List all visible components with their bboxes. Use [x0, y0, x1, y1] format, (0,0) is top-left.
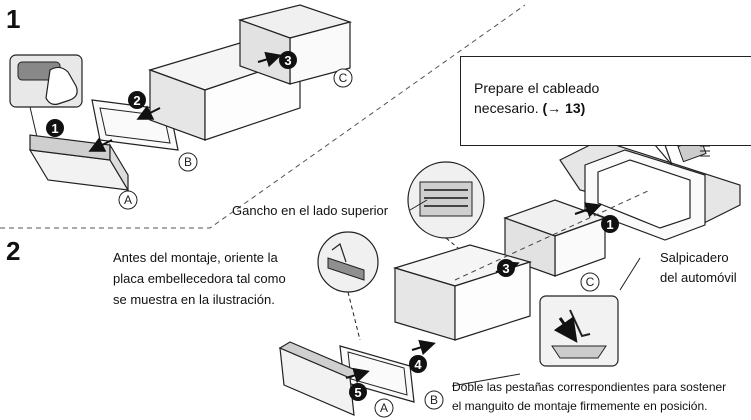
release-button-hand-icon — [9, 54, 83, 151]
bracket-detail-magnifier — [407, 161, 485, 259]
dashboard-label-line-1: Salpicadero — [660, 250, 729, 265]
faceplate-a-step1 — [28, 134, 130, 193]
orient-instruction-line-1: Antes del montaje, oriente la — [113, 250, 278, 265]
wiring-callout-box — [460, 56, 751, 146]
callout-line-1: Prepare el cableado — [474, 80, 600, 96]
callout-line-2-text: necesario. — [474, 100, 539, 116]
svg-text:B: B — [184, 155, 192, 169]
svg-text:1: 1 — [606, 217, 613, 232]
svg-text:A: A — [124, 193, 132, 207]
hook-leader-line — [409, 199, 428, 211]
part-label-a-5: A — [374, 398, 394, 418]
svg-text:A: A — [380, 401, 388, 415]
svg-text:B: B — [430, 393, 438, 407]
svg-text:2: 2 — [133, 93, 140, 108]
part-label-b-4: B — [424, 390, 444, 410]
part-label-b-1: B — [178, 152, 198, 172]
dashboard-label-line-2: del automóvil — [660, 270, 737, 285]
arrow-remove-trim — [136, 105, 161, 120]
arrow-attach-faceplate — [345, 367, 370, 384]
callout-pointer — [654, 144, 673, 166]
step-marker-m3-3: 3 — [497, 259, 515, 277]
part-label-a-0: A — [118, 190, 138, 210]
svg-text:3: 3 — [284, 53, 291, 68]
bend-tabs-detail — [539, 295, 619, 367]
bend-tabs-instruction-line-1: Doble las pestañas correspondientes para… — [452, 380, 727, 394]
hook-label: Gancho en el lado superior — [232, 203, 389, 218]
part-label-c-3: C — [580, 272, 600, 292]
callout-page-reference: (→ 13) — [542, 100, 586, 116]
orient-instruction-line-2: placa embellecedora tal como — [113, 271, 286, 286]
step-2-number: 2 — [6, 236, 21, 266]
svg-text:C: C — [586, 275, 595, 289]
step-marker-m1-0: 1 — [46, 119, 64, 137]
step-marker-m4-5: 4 — [409, 355, 427, 373]
callout-line-2: necesario. (→ 13) — [474, 100, 585, 118]
step-marker-m2-1: 2 — [128, 91, 146, 109]
step-1-number: 1 — [6, 4, 21, 34]
step-marker-m3-2: 3 — [279, 51, 297, 69]
part-label-c-2: C — [333, 68, 353, 88]
dashboard-leader-line — [619, 257, 641, 291]
svg-text:C: C — [339, 71, 348, 85]
tabs-leader-line — [451, 373, 521, 387]
svg-text:5: 5 — [354, 385, 361, 400]
svg-text:4: 4 — [414, 357, 422, 372]
mounting-sleeve-c-step1 — [237, 4, 353, 85]
arrow-attach-trim — [411, 339, 436, 356]
arrow-remove-faceplate — [88, 137, 113, 152]
arrow-remove-sleeve — [257, 51, 282, 68]
step-marker-m5-6: 5 — [349, 383, 367, 401]
bend-tabs-instruction-line-2: el manguito de montaje firmemente en pos… — [452, 399, 708, 413]
arrow-insert-sleeve — [574, 202, 602, 218]
orient-instruction-line-3: se muestra en la ilustración. — [113, 292, 275, 307]
step-marker-m1-4: 1 — [601, 215, 619, 233]
receiver-unit-step2 — [392, 244, 533, 341]
step-separator-line — [0, 4, 526, 229]
svg-text:3: 3 — [502, 261, 509, 276]
hook-detail-magnifier — [317, 231, 379, 341]
svg-text:1: 1 — [51, 121, 58, 136]
